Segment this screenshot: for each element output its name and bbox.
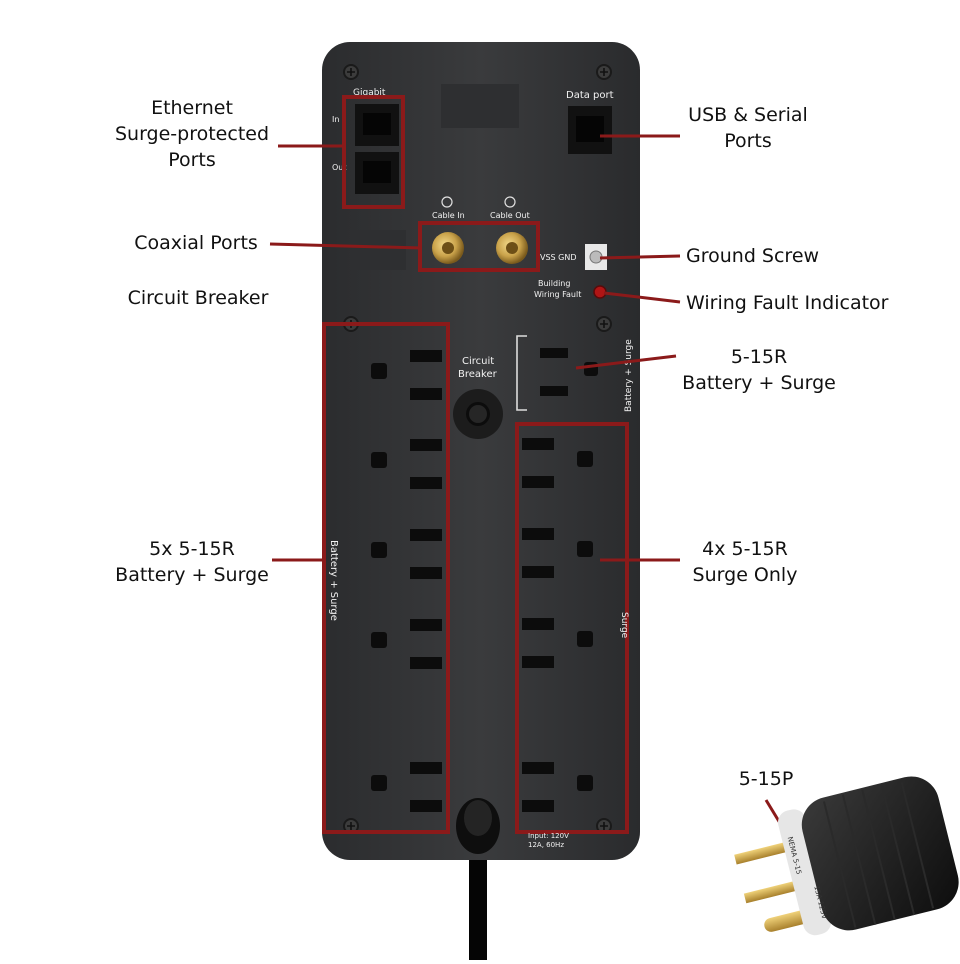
callout-plug: 5-15P	[738, 768, 794, 790]
callout-coaxial: Coaxial Ports	[134, 232, 258, 254]
surge-only-highlight-box	[515, 422, 629, 834]
cable-in-icon	[441, 196, 453, 208]
callout-circuit-breaker: Circuit Breaker	[127, 287, 269, 309]
callout-usb-serial: USB & Serial Ports	[688, 104, 808, 152]
label-area	[350, 230, 406, 270]
screw-icon	[342, 63, 360, 81]
callout-ethernet: Ethernet Surge-protected Ports	[114, 97, 270, 171]
callout-surge-only: 4x 5-15R Surge Only	[692, 538, 798, 586]
label-area	[441, 84, 519, 128]
bracket	[516, 335, 527, 411]
battery-surge-vertical-label-left: Battery + Surge	[328, 540, 339, 621]
breaker-label: Breaker	[458, 369, 498, 380]
vss-gnd-label: VSS GND	[540, 253, 577, 262]
callout-battery-surge-five: 5x 5-15R Battery + Surge	[115, 538, 269, 586]
plug-prong	[743, 879, 805, 904]
out-label: Out	[332, 163, 347, 172]
cable-out-label: Cable Out	[490, 211, 530, 220]
input-rating-line1: Input: 120V	[528, 832, 569, 840]
ethernet-ports: Gigabit In Out	[332, 88, 399, 194]
callout-ground-screw: Ground Screw	[686, 245, 820, 267]
cable-out-icon	[504, 196, 516, 208]
callout-battery-surge-single: 5-15R Battery + Surge	[682, 346, 836, 394]
surge-vertical-label: Surge	[619, 612, 629, 639]
plug-body	[801, 776, 959, 931]
cable-in-label: Cable In	[432, 211, 465, 220]
battery-surge-highlight-box	[322, 322, 450, 834]
input-rating-line2: 12A, 60Hz	[528, 841, 564, 849]
battery-surge-vertical-label: Battery + Surge	[624, 339, 634, 412]
building-label: Building	[538, 279, 570, 288]
plug-prong	[734, 840, 795, 865]
in-label: In	[332, 115, 339, 124]
circuit-label: Circuit	[462, 356, 494, 367]
wiring-fault-label: Wiring Fault	[534, 290, 581, 299]
data-port-label: Data port	[566, 90, 614, 101]
screw-icon	[595, 315, 613, 333]
callout-wiring-fault: Wiring Fault Indicator	[686, 292, 889, 314]
plug-face	[778, 809, 832, 936]
plug-5-15p: NEMA 5-15 15A 125V	[734, 776, 959, 936]
gigabit-label: Gigabit	[353, 88, 386, 98]
screw-icon	[595, 63, 613, 81]
plug-ground-pin	[764, 909, 812, 932]
ethernet-highlight-box	[342, 95, 405, 209]
